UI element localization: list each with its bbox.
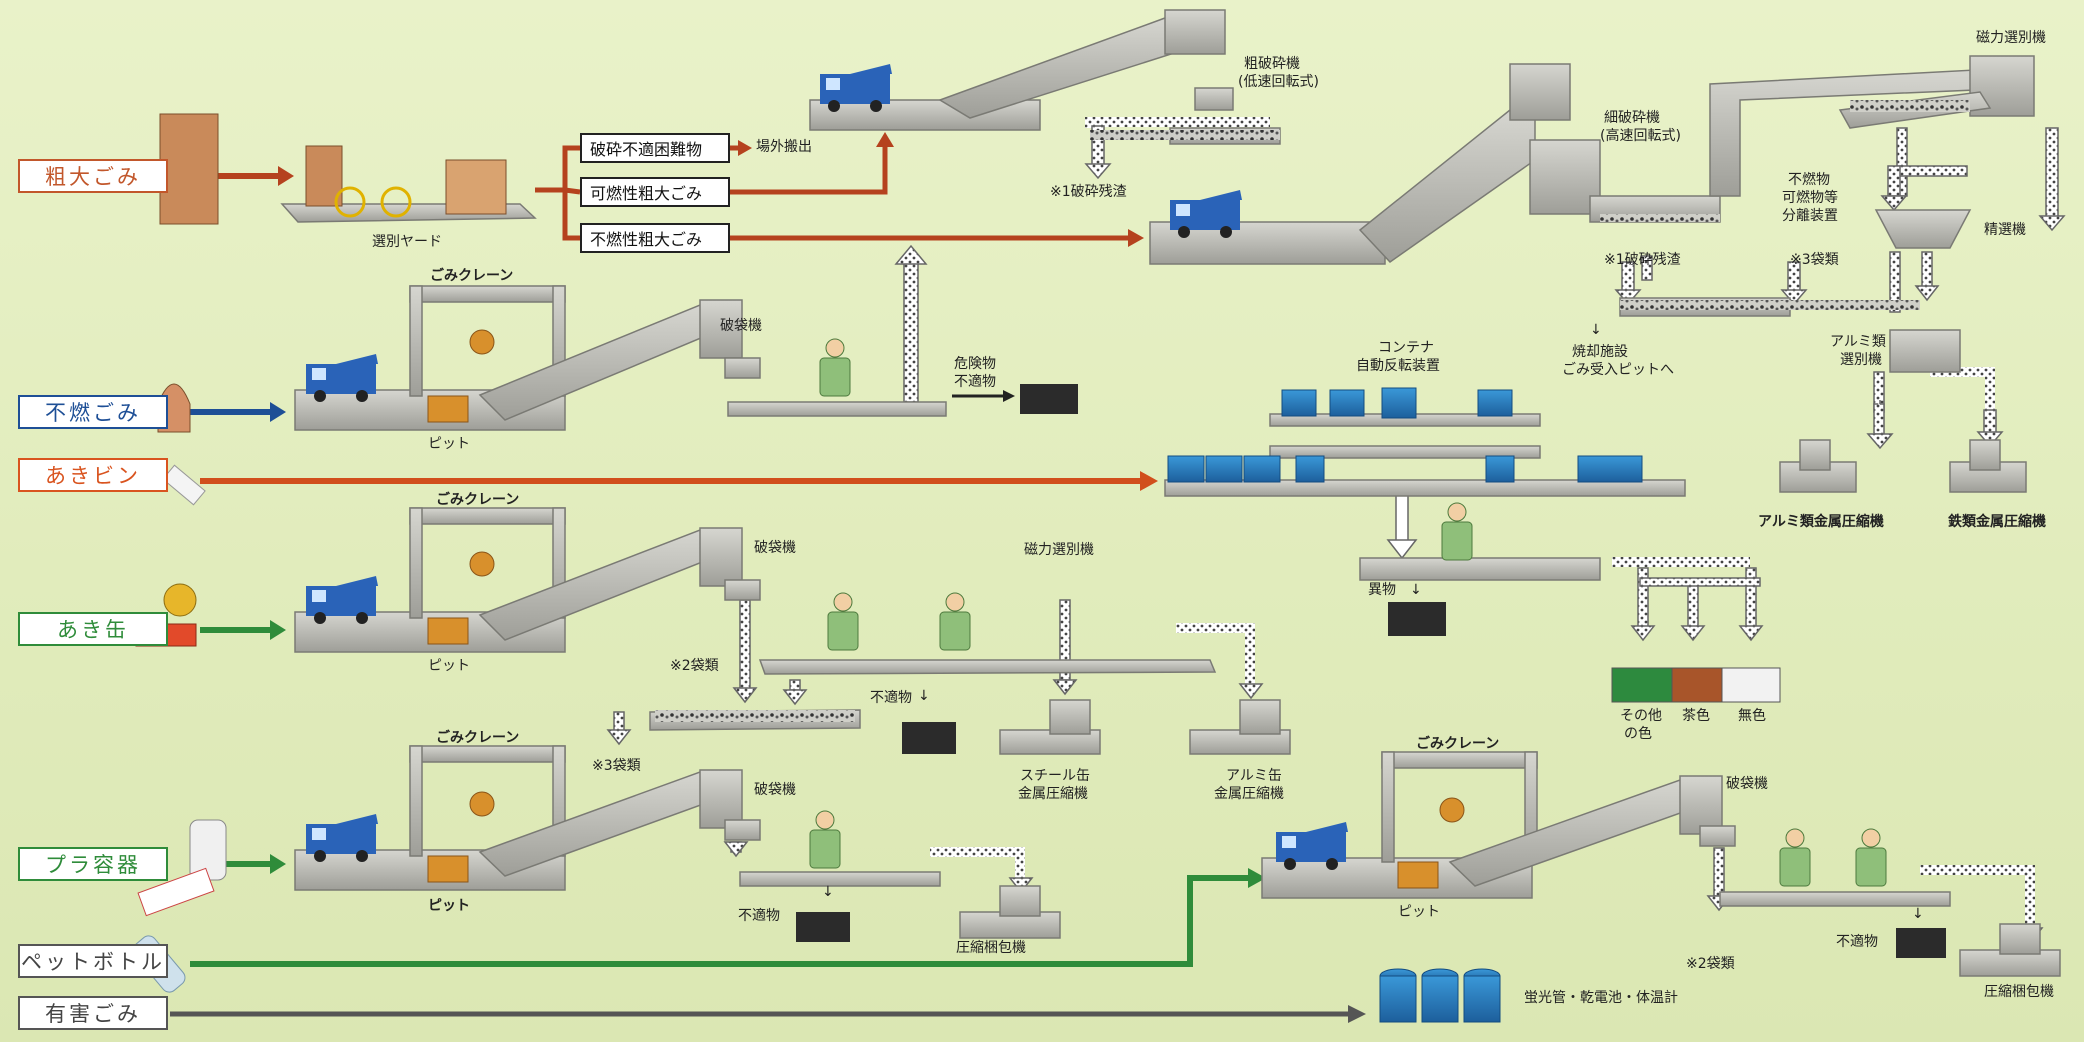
label-gomi-crane-4: ごみクレーン [1416,736,1500,752]
label-taigai-2a: ※2袋類 [670,658,719,674]
hazardous-drums [1379,968,1501,1023]
label-container-2: 自動反転装置 [1356,358,1440,374]
arrow-futeki-pura: ↓ [822,884,834,900]
label-steel-press-1: スチール缶 [1020,768,1090,784]
label-jiryoku-mid: 磁力選別機 [1024,542,1094,558]
arrow-ibutsu: ↓ [1410,582,1422,598]
arrow-futeki-kan: ↓ [918,688,930,704]
label-shokyaku-2: ごみ受入ピットへ [1562,362,1674,378]
branch-hasai-futeki: 破砕不適困難物 [580,133,730,163]
label-taigai-2b: ※2袋類 [1686,956,1735,972]
label-futeki-pet: 不適物 [1836,934,1878,950]
arrow-futeki-pet: ↓ [1912,906,1924,922]
label-saihasai-sub: (高速回転式) [1600,128,1681,144]
label-pit-4: ピット [1398,904,1440,920]
label-pit-3: ピット [428,898,470,914]
label-taigai-3b: ※3袋類 [592,758,641,774]
label-pit-2: ピット [428,658,470,674]
workers [809,338,1887,887]
material-arrows [894,117,2066,435]
label-hasai-zansa-2: ※1破砕残渣 [1604,252,1681,268]
label-futeki-pura: 不適物 [738,908,780,924]
label-konpou-pet: 圧縮梱包機 [1984,984,2054,1000]
label-hatai-2: 破袋機 [754,540,796,556]
label-ibutsu: 異物 [1368,582,1396,598]
label-kiken-1: 危険物 [954,356,996,372]
label-konpou-pura: 圧縮梱包機 [956,940,1026,956]
label-sonota-2: の色 [1624,726,1652,742]
pits [427,329,1465,889]
label-container-1: コンテナ [1378,340,1434,356]
label-gomi-crane-2: ごみクレーン [436,492,520,508]
label-gomi-crane-3: ごみクレーン [436,730,520,746]
label-alumi-sen-2: 選別機 [1840,352,1882,368]
label-steel-press-2: 金属圧縮機 [1018,786,1088,802]
label-yugai-items: 蛍光管・乾電池・体温計 [1524,990,1678,1006]
label-jiryoku-top: 磁力選別機 [1976,30,2046,46]
label-hatai-3: 破袋機 [754,782,796,798]
label-sohasai: 粗破砕機 [1244,56,1300,72]
label-funenbutsu-2: 可燃物等 [1782,190,1838,206]
label-alumi-sen-1: アルミ類 [1830,334,1886,350]
label-funenbutsu-3: 分離装置 [1782,208,1838,224]
label-tetsu-press: 鉄類金属圧縮機 [1948,514,2046,530]
label-pit-1: ピット [428,436,470,452]
label-mushoku: 無色 [1738,708,1766,724]
residue-conveyors [655,100,1970,722]
branch-kanen-sodai: 可燃性粗大ごみ [580,177,730,207]
category-aki-kan: あき缶 [18,612,168,646]
label-sohasai-sub: (低速回転式) [1238,74,1319,90]
label-taigai-3a: ※3袋類 [1790,252,1839,268]
label-alumi-can-1: アルミ缶 [1226,768,1282,784]
material-arrows-2 [606,255,2044,944]
label-jogai: 場外搬出 [756,139,812,155]
label-sonota-1: その他 [1620,708,1662,724]
category-pet-bottle: ペットボトル [18,944,168,978]
collection-trucks [306,64,1348,870]
machinery [280,9,2061,977]
label-seisenki: 精選機 [1984,222,2026,238]
category-funen-gomi: 不燃ごみ [18,395,168,429]
label-hatai-4: 破袋機 [1726,776,1768,792]
label-alumi-can-2: 金属圧縮機 [1214,786,1284,802]
label-kiken-2: 不適物 [954,374,996,390]
bottle-containers [1167,387,1643,483]
label-saihasai: 細破砕機 [1604,110,1660,126]
glass-color-bins [1611,667,1781,703]
label-futeki-kan: 不適物 [870,690,912,706]
category-sodai-gomi: 粗大ごみ [18,159,168,193]
label-hatai-1: 破袋機 [720,318,762,334]
label-hasai-zansa-1: ※1破砕残渣 [1050,184,1127,200]
label-shokyaku-1: 焼却施設 [1572,344,1628,360]
label-gomi-crane-1: ごみクレーン [430,268,514,284]
category-pura-youki: プラ容器 [18,847,168,881]
category-aki-bin: あきビン [18,458,168,492]
branch-funen-sodai: 不燃性粗大ごみ [580,223,730,253]
rejects-bins [796,384,1946,958]
label-alumi-press: アルミ類金属圧縮機 [1758,514,1884,530]
label-funenbutsu-1: 不燃物 [1788,172,1830,188]
label-chairo: 茶色 [1682,708,1710,724]
category-yugai-gomi: 有害ごみ [18,996,168,1030]
arrow-shokyaku: ↓ [1590,322,1602,338]
label-senbetsu-yard: 選別ヤード [372,234,442,250]
